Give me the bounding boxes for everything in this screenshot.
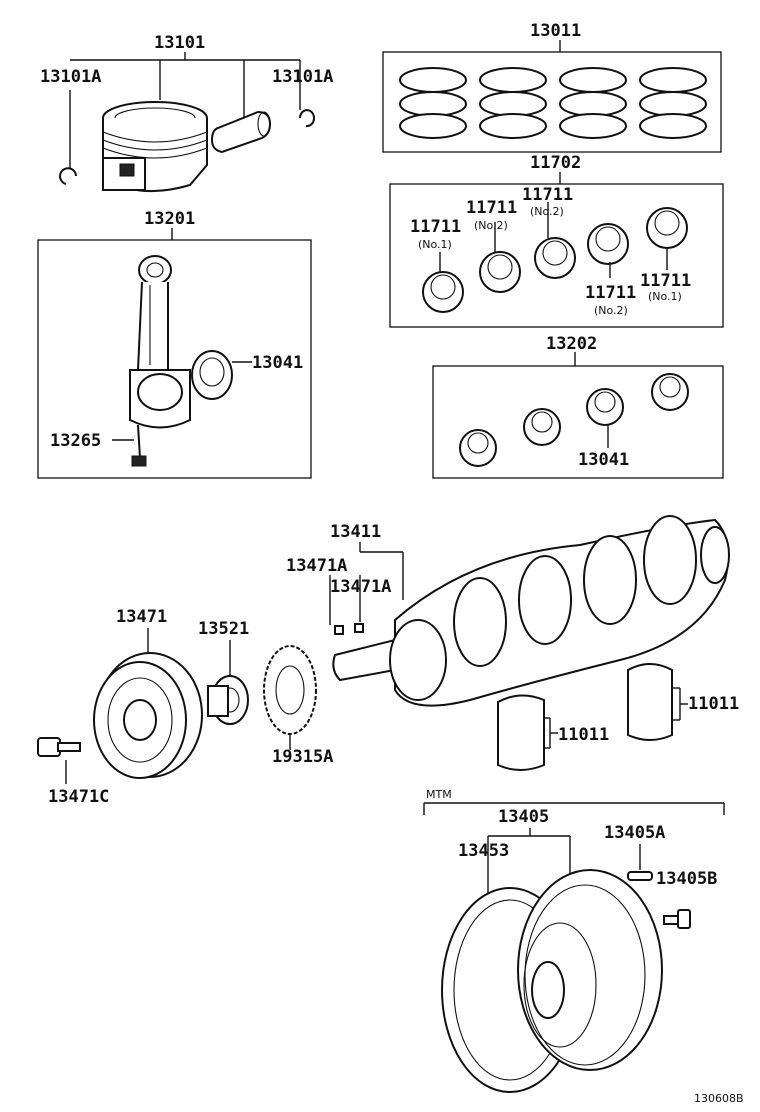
label-variant-tag: MTM <box>426 788 452 801</box>
conrod-bearing-set-drawings <box>459 373 689 467</box>
main-bearing-drawings <box>422 207 688 313</box>
thrust-washer-lower-drawing <box>497 694 545 771</box>
signal-plate-drawing <box>263 645 317 735</box>
label-pulley-bolt: 13471C <box>48 787 109 807</box>
ring-set-drawing <box>399 67 707 139</box>
label-conrod-bearing: 13041 <box>252 353 303 373</box>
diagram-code: 130608B <box>694 1092 744 1105</box>
thrust-washer-right-drawing <box>627 663 673 741</box>
pulley-bolt-drawing <box>37 737 81 757</box>
label-ring-gear: 13453 <box>458 841 509 861</box>
flywheel-group: MTM 13405 13453 13405A 13405B <box>423 788 725 1093</box>
label-signal-plate: 19315A <box>272 747 333 767</box>
label-conrod-bolt: 13265 <box>50 431 101 451</box>
snap-ring-right-drawing <box>299 109 315 128</box>
crankshaft-keys-drawing <box>334 623 364 635</box>
label-thrust-washer-right: 11011 <box>688 694 739 714</box>
label-bearing-no1-left: 11711 <box>410 217 461 237</box>
label-bearing-no1-right-sub: (No.1) <box>648 290 682 303</box>
label-key-left: 13471A <box>286 556 347 576</box>
main-bearing-box <box>389 183 724 328</box>
label-main-bearing-set: 11702 <box>530 153 581 173</box>
label-conrod-bearing-set: 13202 <box>546 334 597 354</box>
thrust-washer-group: 11011 11011 <box>497 663 739 771</box>
flywheel-pin-drawing <box>627 871 653 881</box>
label-piston-set: 13101 <box>154 33 205 53</box>
label-flywheel-pin: 13405A <box>604 823 665 843</box>
label-bearing-no2-b-sub: (No.2) <box>530 205 564 218</box>
piston-group: 13101 13101A 13101A <box>40 33 333 193</box>
flywheel-drawing <box>517 869 663 1071</box>
conrod-box <box>37 239 312 479</box>
conrod-bearing-drawing <box>191 350 233 400</box>
piston-pin-drawing <box>210 110 272 154</box>
label-flywheel-bolt: 13405B <box>656 869 717 889</box>
label-pulley: 13471 <box>116 607 167 627</box>
pulley-drawing <box>93 652 203 779</box>
label-bearing-no2-a-sub: (No.2) <box>474 219 508 232</box>
piston-drawing <box>102 101 208 193</box>
ring-box <box>382 51 722 153</box>
conrod-drawing <box>129 255 191 429</box>
crankshaft-drawing <box>332 515 730 707</box>
label-conrod-bearing-set-item: 13041 <box>578 450 629 470</box>
conrod-group: 13201 13041 13265 <box>37 209 312 479</box>
label-ring-set: 13011 <box>530 21 581 41</box>
conrod-bearing-set-group: 13202 13041 <box>432 334 724 479</box>
label-snap-ring-right: 13101A <box>272 67 333 87</box>
label-conrod-assy: 13201 <box>144 209 195 229</box>
label-thrust-washer-lower: 11011 <box>558 725 609 745</box>
snap-ring-left-drawing <box>59 167 77 185</box>
label-timing-gear: 13521 <box>198 619 249 639</box>
label-bearing-no2-c: 11711 <box>585 283 636 303</box>
label-flywheel-assy: 13405 <box>498 807 549 827</box>
crankshaft-group: 13411 13471A 13471A <box>286 515 730 707</box>
conrod-bearing-set-box <box>432 365 724 479</box>
label-bearing-no1-left-sub: (No.1) <box>418 238 452 251</box>
main-bearing-group: 11702 11711 (No.2) 11711 (No.2) 11711 (N… <box>389 153 724 328</box>
label-crankshaft: 13411 <box>330 522 381 542</box>
label-bearing-no2-c-sub: (No.2) <box>594 304 628 317</box>
label-key-right: 13471A <box>330 577 391 597</box>
label-bearing-no2-b: 11711 <box>522 185 573 205</box>
label-snap-ring-left: 13101A <box>40 67 101 87</box>
timing-gear-drawing <box>207 675 249 725</box>
label-bearing-no1-right: 11711 <box>640 271 691 291</box>
conrod-bolt-drawing <box>131 424 147 467</box>
front-drive-group: 13471 13471C 13521 19315A <box>37 607 333 807</box>
flywheel-bolt-drawing <box>663 909 691 929</box>
label-bearing-no2-a: 11711 <box>466 198 517 218</box>
piston-ring-group: 13011 <box>382 21 722 153</box>
